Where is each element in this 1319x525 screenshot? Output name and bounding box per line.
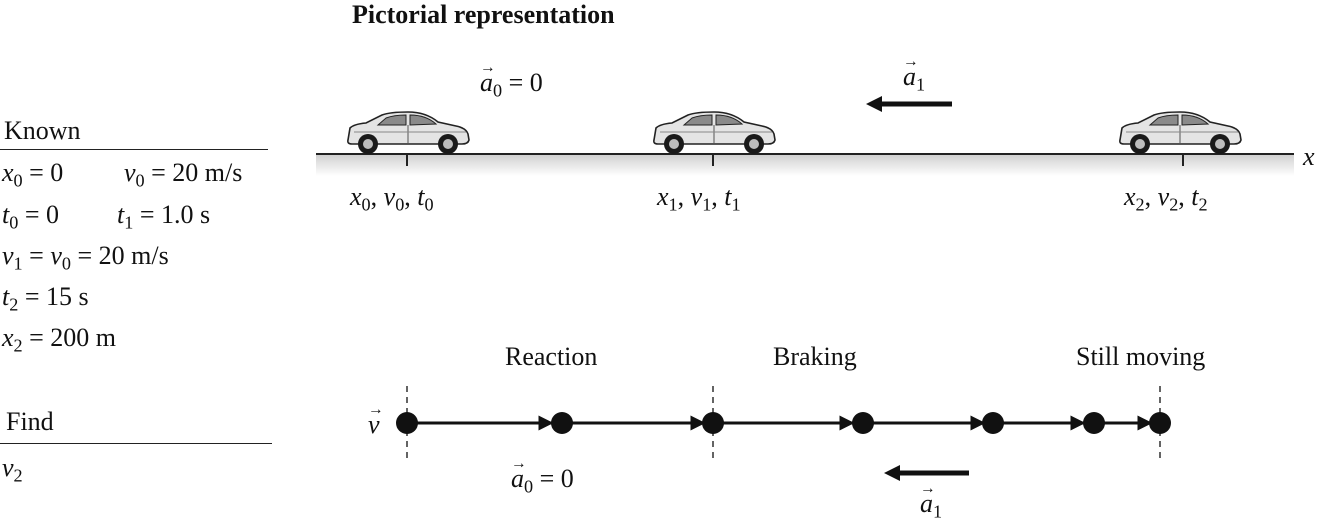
find-heading: Find: [6, 407, 54, 436]
known-line-1: x0 = 0: [2, 158, 64, 191]
known-line-2b: t1 = 1.0 s: [117, 200, 211, 233]
known-line-1b: v0 = 20 m/s: [124, 158, 243, 191]
phase-label-still-moving: Still moving: [1076, 342, 1206, 371]
motion-dot-5: [982, 412, 1004, 434]
find-variable: v2: [2, 453, 23, 486]
known-line-2: t0 = 0: [2, 200, 59, 233]
motion-dot-1: [396, 412, 418, 434]
axis-label-x: x: [1303, 142, 1315, 171]
motion-dot-7: [1149, 412, 1171, 434]
phase-label-reaction: Reaction: [505, 342, 598, 371]
accel-arrowhead-bottom: [884, 465, 900, 481]
car-1: [653, 111, 776, 155]
accel-arrowhead-top: [866, 96, 882, 112]
find-rule: [0, 443, 272, 444]
position-label-2: x2, v2, t2: [1124, 182, 1208, 215]
known-line-5: x2 = 200 m: [2, 323, 117, 356]
accel-a0-top: a0 = 0: [480, 60, 543, 99]
car-0: [347, 111, 470, 155]
accel-a1-bottom: a1: [920, 481, 942, 520]
velocity-symbol: v: [368, 402, 380, 438]
known-heading: Known: [4, 116, 81, 145]
accel-a0-bottom: a0 = 0: [511, 456, 574, 495]
motion-dot-6: [1083, 412, 1105, 434]
motion-dot-4: [852, 412, 874, 434]
motion-dot-3: [702, 412, 724, 434]
accel-a1-top: a1: [903, 54, 925, 93]
motion-dot-2: [551, 412, 573, 434]
diagram-title: Pictorial representation: [352, 0, 615, 29]
known-line-3: v1 = v0 = 20 m/s: [2, 241, 169, 274]
position-label-0: x0, v0, t0: [350, 182, 434, 215]
known-line-4: t2 = 15 s: [2, 282, 89, 315]
position-label-1: x1, v1, t1: [657, 182, 741, 215]
known-rule: [0, 149, 268, 150]
ground-shadow: [316, 154, 1294, 176]
phase-label-braking: Braking: [773, 342, 857, 371]
car-2: [1119, 111, 1242, 155]
